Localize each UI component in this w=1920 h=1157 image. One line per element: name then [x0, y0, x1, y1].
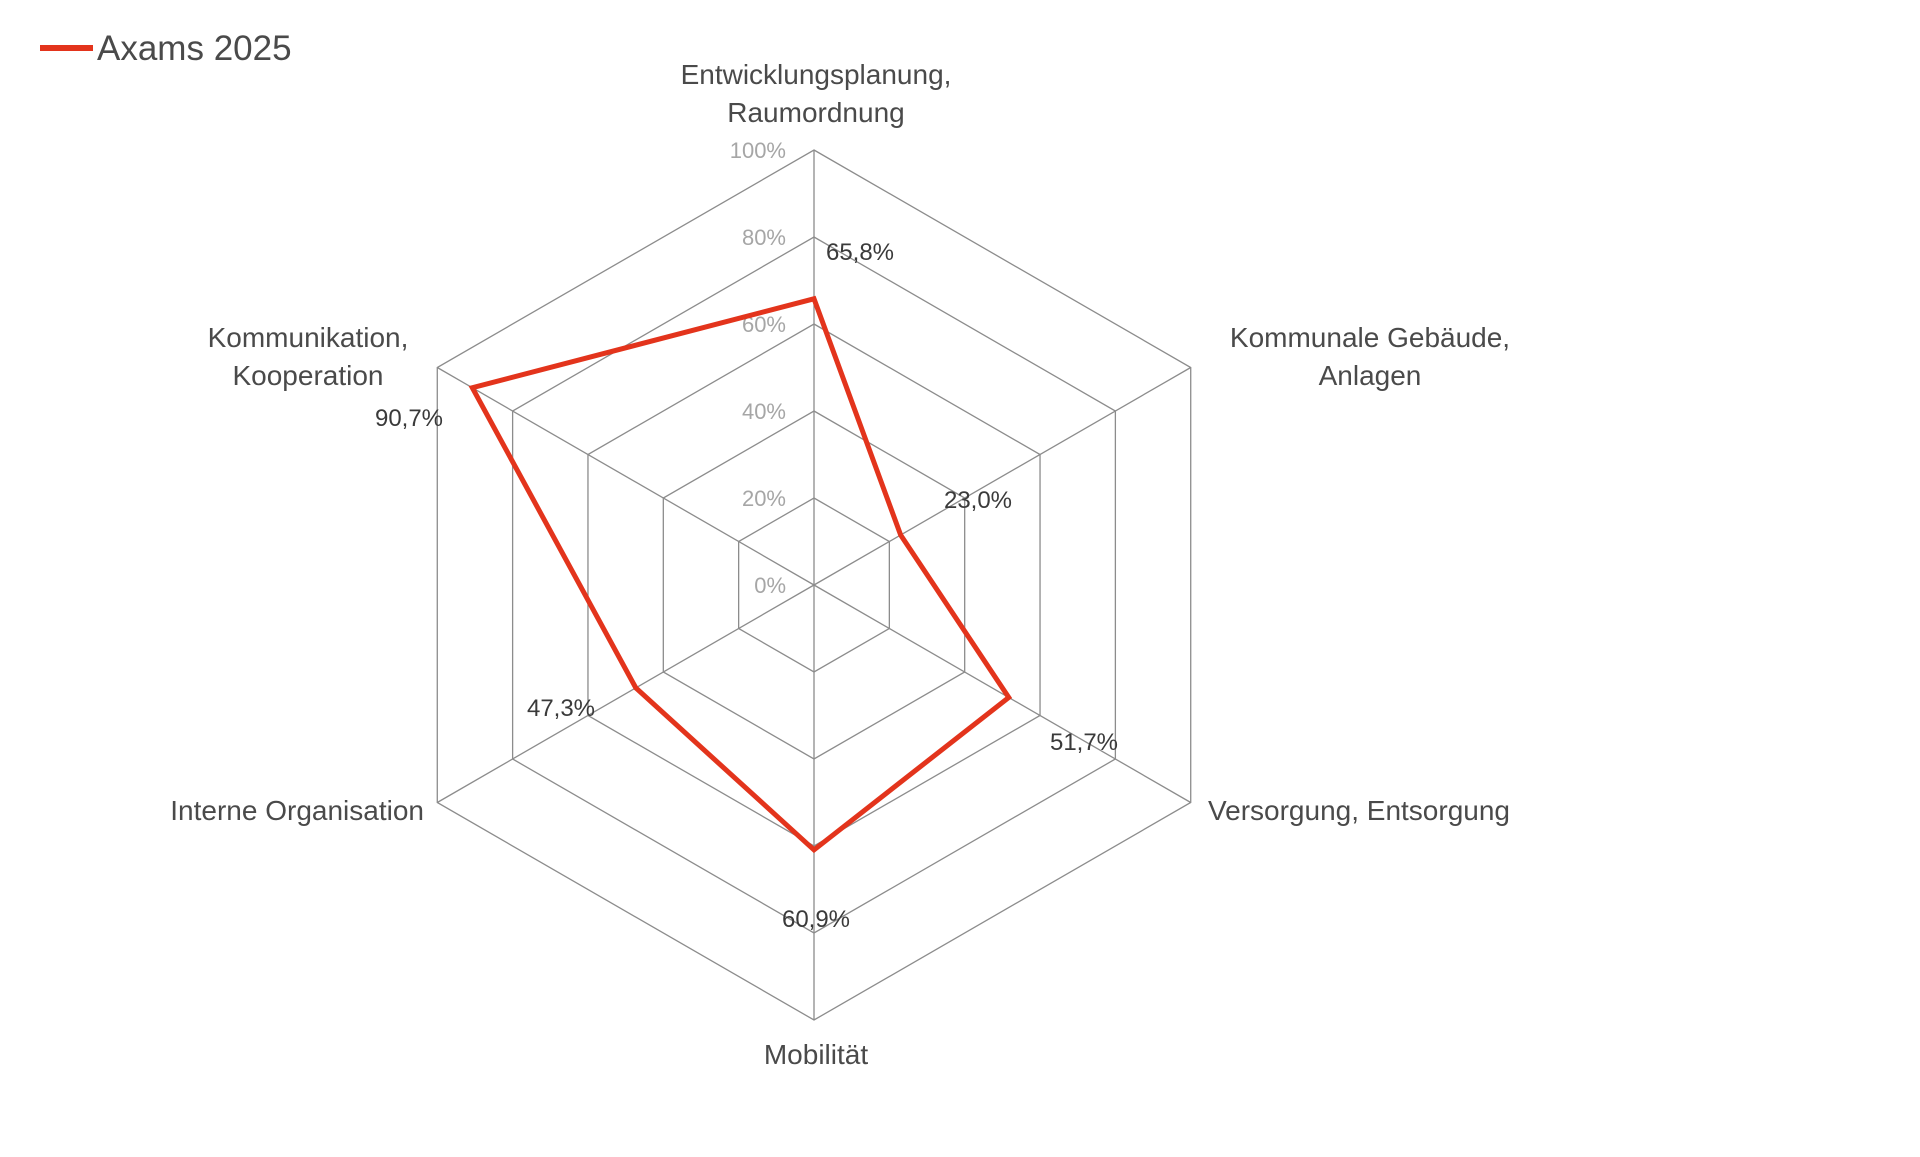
category-label: Mobilität	[764, 1039, 868, 1070]
tick-label: 100%	[730, 138, 786, 163]
category-label: Kommunikation,	[208, 322, 409, 353]
data-label: 60,9%	[782, 906, 850, 933]
spoke-5	[436, 366, 815, 586]
tick-label: 80%	[742, 225, 786, 250]
tick-label: 40%	[742, 399, 786, 424]
legend: Axams 2025	[40, 29, 292, 68]
data-label: 23,0%	[944, 487, 1012, 514]
category-label: Raumordnung	[727, 97, 904, 128]
data-label: 90,7%	[375, 405, 443, 432]
grid	[436, 149, 1192, 1021]
data-label: 65,8%	[826, 239, 894, 266]
axis-tick-labels: 0%20%40%60%80%100%	[730, 138, 786, 598]
category-label: Entwicklungsplanung,	[681, 59, 952, 90]
spoke-2	[813, 584, 1192, 804]
category-label: Kooperation	[232, 360, 383, 391]
category-label: Interne Organisation	[170, 795, 424, 826]
category-labels: Entwicklungsplanung, RaumordnungKommunale…	[170, 59, 1510, 1070]
category-label: Kommunale Gebäude,	[1230, 322, 1510, 353]
category-label: Anlagen	[1319, 360, 1422, 391]
spoke-4	[436, 584, 815, 804]
legend-label: Axams 2025	[97, 29, 292, 68]
tick-label: 20%	[742, 486, 786, 511]
data-label: 51,7%	[1050, 729, 1118, 756]
data-labels: 65,8% 23,0% 51,7% 60,9% 47,3% 90,7%	[375, 239, 1118, 933]
spoke-1	[813, 366, 1192, 586]
series-axams-2025	[468, 295, 1013, 854]
category-label: Versorgung, Entsorgung	[1208, 795, 1510, 826]
tick-label: 0%	[754, 573, 786, 598]
data-label: 47,3%	[527, 695, 595, 722]
series-line	[468, 295, 1013, 854]
